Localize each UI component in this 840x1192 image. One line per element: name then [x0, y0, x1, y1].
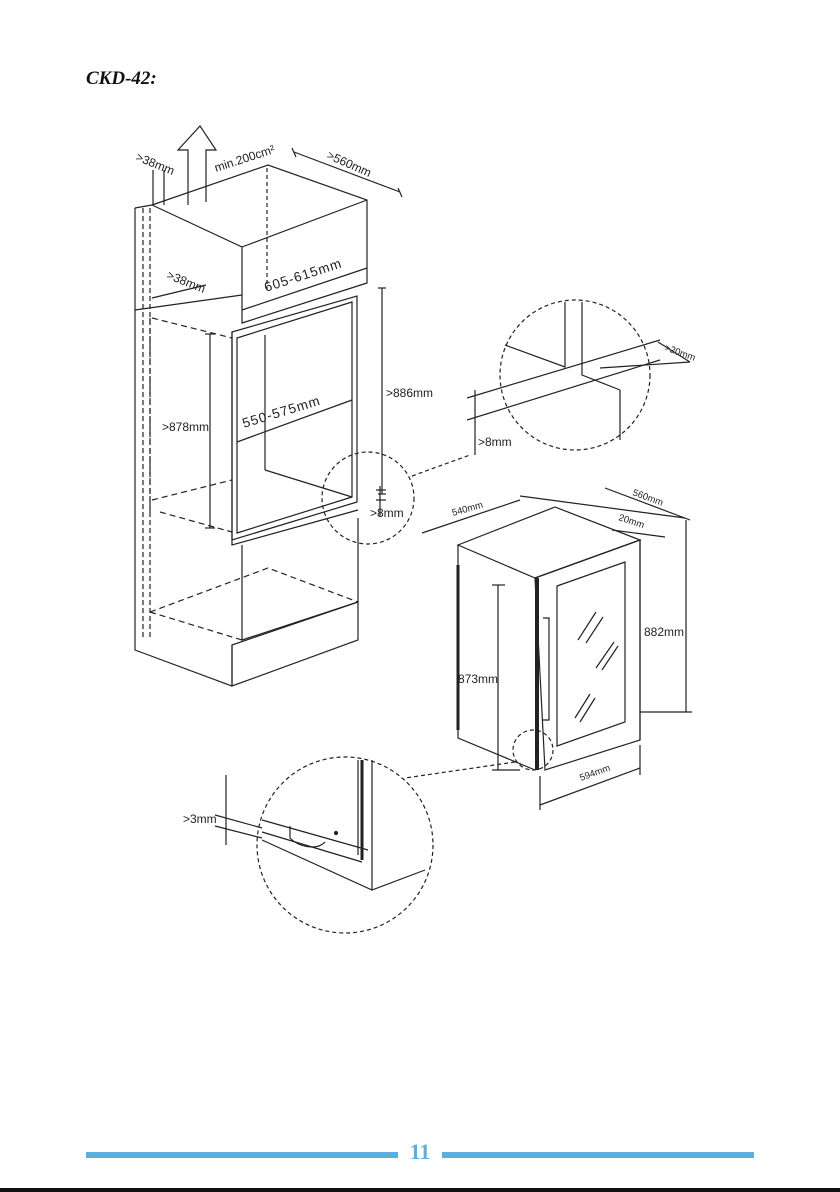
appliance-depth-label: 560mm	[631, 487, 665, 508]
appliance-drawing	[360, 488, 692, 810]
door-thickness-label: 20mm	[617, 512, 646, 531]
detail-top-gap-label: >20mm	[663, 342, 697, 363]
detail-top	[467, 300, 690, 455]
page-number: 11	[400, 1139, 440, 1165]
bottom-gap-label: >8mm	[370, 506, 404, 520]
top-gap-label: >38mm	[134, 150, 177, 178]
vent-arrow-icon	[178, 126, 216, 205]
detail-bottom	[215, 757, 433, 933]
footer-rule-right	[442, 1152, 754, 1158]
detail-bottom-gap-label: >3mm	[183, 812, 217, 826]
body-height-label: 873mm	[458, 672, 498, 686]
bottom-edge	[0, 1188, 840, 1192]
total-height-label: 882mm	[644, 625, 684, 639]
side-gap-label: >38mm	[165, 268, 208, 296]
outer-height-label: >886mm	[386, 386, 433, 400]
inner-height-label: >878mm	[162, 420, 209, 434]
appliance-width-label: 540mm	[451, 500, 485, 519]
detail-top-bottom-label: >8mm	[478, 435, 512, 449]
depth-label: >560mm	[325, 148, 374, 180]
footer-rule-left	[86, 1152, 398, 1158]
